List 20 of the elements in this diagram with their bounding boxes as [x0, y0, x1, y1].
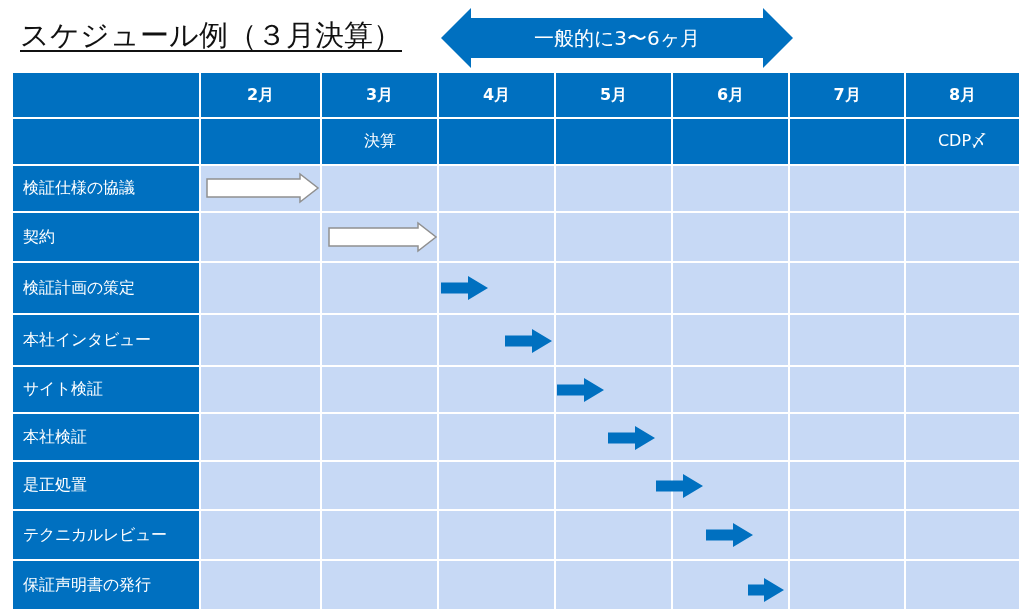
task-label: 本社検証	[13, 414, 199, 460]
month-header: 2月	[201, 73, 320, 117]
milestone-label: 決算	[322, 119, 437, 164]
title: スケジュール例（３月決算）	[20, 17, 402, 54]
task-label: 是正処置	[13, 462, 199, 509]
month-header: 7月	[790, 73, 904, 117]
month-header: 4月	[439, 73, 554, 117]
month-header: 3月	[322, 73, 437, 117]
task-label: 契約	[13, 213, 199, 261]
task-label: サイト検証	[13, 367, 199, 412]
task-label: 保証声明書の発行	[13, 561, 199, 609]
task-label: 本社インタビュー	[13, 315, 199, 365]
milestone-label: CDP〆	[906, 119, 1019, 164]
banner-text: 一般的に3〜6ヶ月	[534, 24, 700, 52]
task-label: 検証計画の策定	[13, 263, 199, 313]
month-header: 5月	[556, 73, 671, 117]
task-label: 検証仕様の協議	[13, 166, 199, 211]
month-header: 8月	[906, 73, 1019, 117]
task-label: テクニカルレビュー	[13, 511, 199, 559]
month-header: 6月	[673, 73, 788, 117]
